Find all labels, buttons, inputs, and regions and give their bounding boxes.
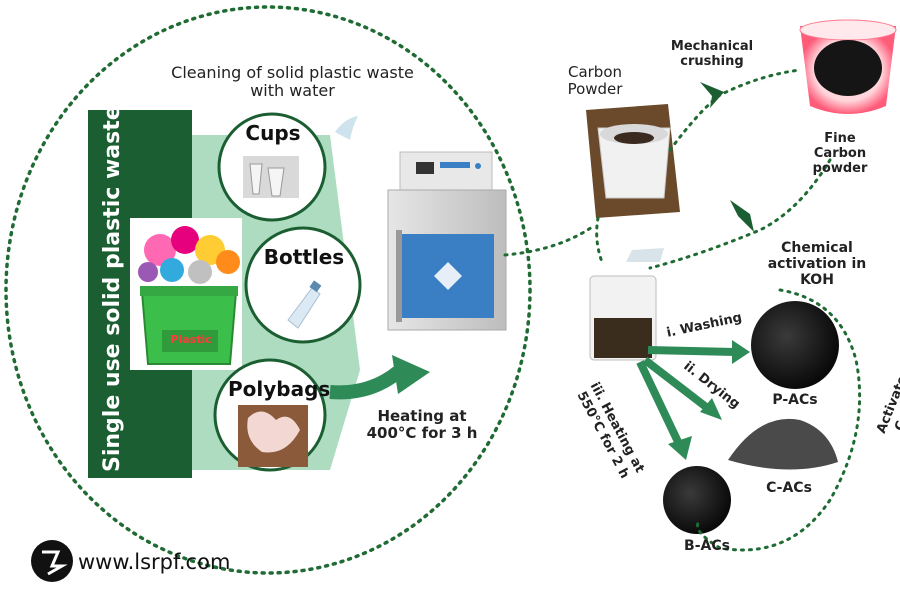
polybags-label: Polybags xyxy=(228,377,331,401)
chemical-label: Chemical activation in KOH xyxy=(767,240,867,289)
process-arrows xyxy=(636,340,750,460)
chevron-arrow-1 xyxy=(700,82,724,108)
bottles-label: Bottles xyxy=(263,245,345,269)
watermark-text[interactable]: www.lsrpf.com xyxy=(78,550,231,574)
dotted-process-circle xyxy=(4,5,532,575)
dotted-link-3 xyxy=(648,158,832,270)
dotted-product-loop xyxy=(696,288,862,552)
cups-circle xyxy=(217,112,327,222)
p-acs-ball xyxy=(751,301,839,389)
mechanical-label: Mechanical crushing xyxy=(670,39,754,69)
watermark-logo-icon xyxy=(31,540,73,582)
carbon-powder-label: Carbon Powder xyxy=(567,63,623,99)
polybags-circle xyxy=(213,358,327,472)
cups-label: Cups xyxy=(245,121,301,145)
c-acs-label: C-ACs xyxy=(766,480,812,496)
curved-arrow xyxy=(329,366,403,400)
crucible xyxy=(799,19,897,114)
heating-label: Heating at 400°C for 3 h xyxy=(366,407,478,443)
carbon-powder-photo xyxy=(586,104,680,218)
fine-powder-label: Fine Carbon powder xyxy=(812,131,868,176)
c-acs-pile xyxy=(728,418,838,470)
beaker xyxy=(589,248,664,361)
b-acs-label: B-ACs xyxy=(684,538,730,554)
dotted-link-1 xyxy=(503,223,597,257)
plastic-bin-image xyxy=(130,218,242,370)
b-acs-ball xyxy=(663,466,731,534)
p-acs-label: P-ACs xyxy=(772,392,818,408)
curved-arrow-head xyxy=(392,355,430,394)
banner-text: Single use solid plastic waste xyxy=(100,105,125,472)
cleaning-label: Cleaning of solid plastic waste with wat… xyxy=(171,63,414,101)
bottles-circle xyxy=(244,226,362,344)
dotted-link-2 xyxy=(668,68,802,152)
bin-label: Plastic xyxy=(170,333,212,346)
dotted-link-4 xyxy=(595,216,604,264)
chevron-arrow-2 xyxy=(730,200,754,232)
furnace xyxy=(387,151,507,331)
water-splash xyxy=(335,116,358,140)
